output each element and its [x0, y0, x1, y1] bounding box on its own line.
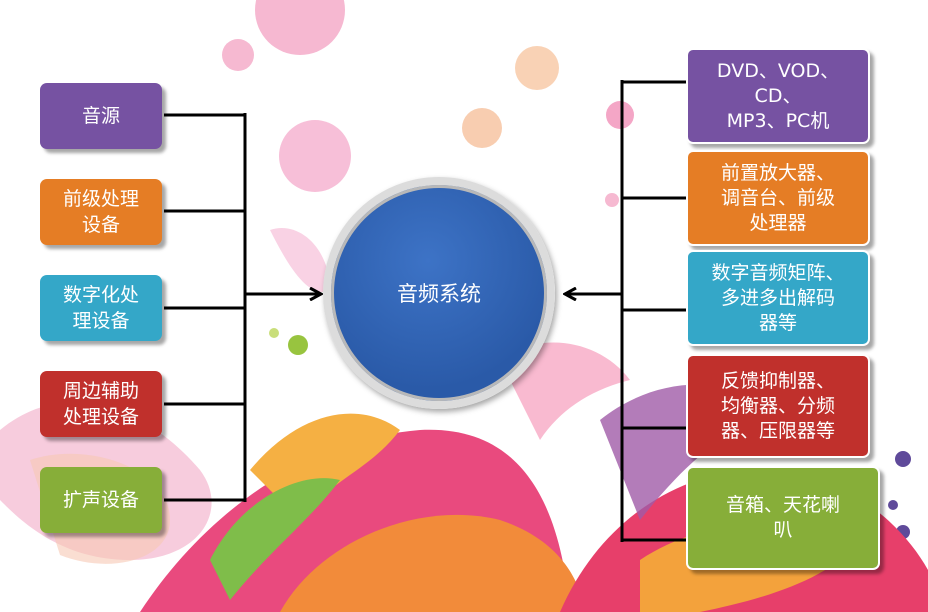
left-box-label: 音源 [81, 105, 120, 127]
left-box-label: 扩声设备 [62, 489, 139, 511]
right-box-label: 反馈抑制器、 均衡器、分频 器、压限器等 [720, 369, 835, 442]
left-box-digital: 数字化处 理设备 [40, 275, 162, 341]
left-box-audio-source: 音源 [40, 83, 162, 149]
right-box-label: 音箱、天花喇 叭 [725, 494, 840, 541]
left-box-preamp: 前级处理 设备 [40, 179, 162, 245]
center-node: 音频系统 [323, 177, 555, 409]
left-box-peripheral: 周边辅助 处理设备 [40, 371, 162, 437]
right-box-speakers: 音箱、天花喇 叭 [686, 466, 880, 570]
right-box-matrix: 数字音频矩阵、 多进多出解码 器等 [686, 250, 870, 346]
left-box-label: 周边辅助 处理设备 [62, 380, 139, 428]
right-box-preamps: 前置放大器、 调音台、前级 处理器 [686, 150, 870, 246]
left-box-label: 前级处理 设备 [62, 188, 139, 236]
left-box-amplification: 扩声设备 [40, 467, 162, 533]
right-box-sources: DVD、VOD、CD、 MP3、PC机 [686, 48, 870, 144]
center-node-label: 音频系统 [397, 282, 481, 306]
right-box-label: 前置放大器、 调音台、前级 处理器 [720, 161, 835, 234]
right-box-processors: 反馈抑制器、 均衡器、分频 器、压限器等 [686, 354, 870, 458]
right-box-label: 数字音频矩阵、 多进多出解码 器等 [711, 261, 845, 334]
left-box-label: 数字化处 理设备 [62, 284, 139, 332]
right-box-label: DVD、VOD、CD、 MP3、PC机 [716, 59, 840, 132]
